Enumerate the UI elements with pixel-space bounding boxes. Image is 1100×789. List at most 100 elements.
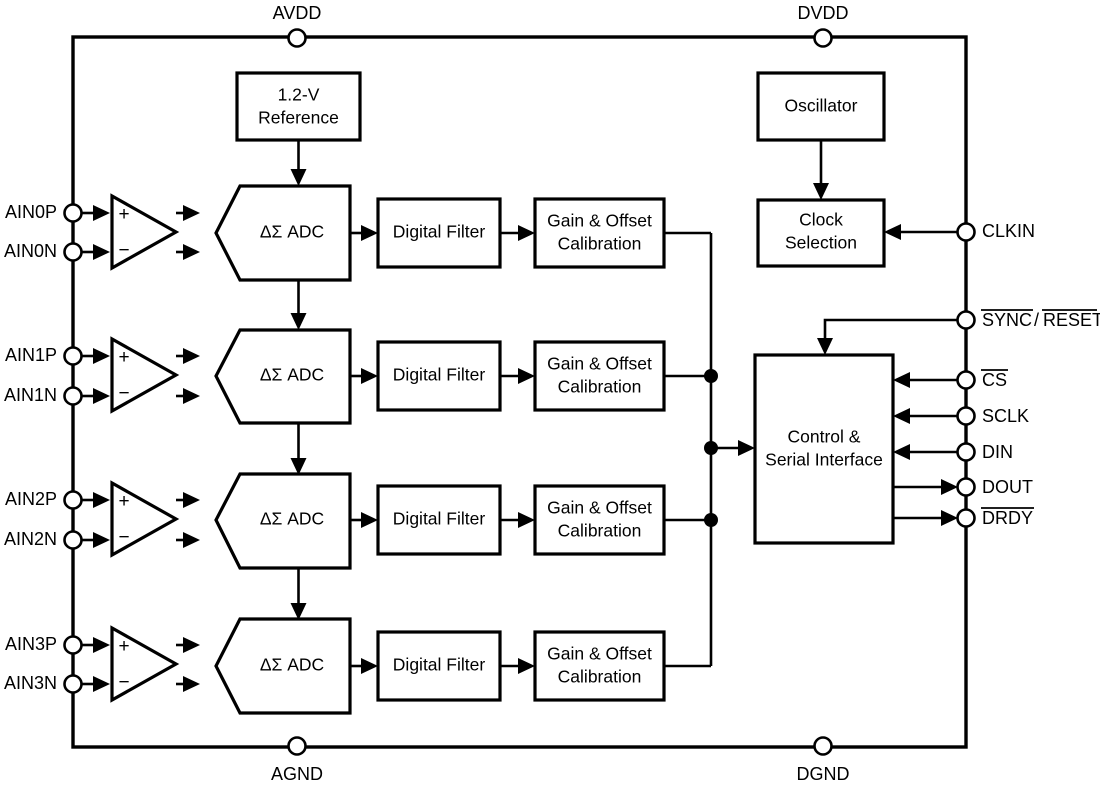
oscillator-box bbox=[756, 71, 886, 142]
digital-filter-1 bbox=[376, 340, 502, 412]
cs-label: CS bbox=[982, 370, 1007, 390]
ain1p-label: AIN1P bbox=[5, 345, 57, 365]
pin-ain3n[interactable]: AIN3N bbox=[4, 673, 110, 694]
ain3p-arrow bbox=[93, 637, 110, 653]
pga-amplifier-2 bbox=[110, 480, 180, 558]
cal-label-2-line1: Gain & Offset bbox=[547, 498, 652, 518]
sclk-arrow bbox=[893, 408, 910, 424]
ain1p-pin-circle bbox=[63, 346, 83, 366]
pin-sclk[interactable]: SCLK bbox=[893, 406, 1029, 426]
adc-label-3: ΔΣ ADC bbox=[260, 655, 324, 675]
pin-ain1p[interactable]: AIN1P bbox=[5, 345, 110, 366]
reference-label-line1: 1.2-V bbox=[278, 85, 320, 105]
dgnd-label: DGND bbox=[797, 764, 850, 784]
drdy-arrow bbox=[941, 510, 958, 526]
drdy-label: DRDY bbox=[982, 508, 1033, 528]
ain2n-arrow bbox=[93, 532, 110, 548]
reference-box bbox=[235, 71, 362, 142]
filter-label-0: Digital Filter bbox=[393, 222, 486, 242]
pin-dgnd[interactable]: DGND bbox=[797, 736, 850, 784]
avdd-pin-circle bbox=[287, 28, 307, 48]
channel-0: AIN0P AIN0N + − ΔΣ ADC Digital Filter bbox=[4, 184, 666, 330]
ain0n-label: AIN0N bbox=[4, 241, 57, 261]
bus-junction-ch1 bbox=[704, 369, 718, 383]
pin-ain2n[interactable]: AIN2N bbox=[4, 529, 110, 550]
ain3p-label: AIN3P bbox=[5, 634, 57, 654]
ain3n-label: AIN3N bbox=[4, 673, 57, 693]
filter1-to-cal-arrow bbox=[518, 368, 535, 384]
filter-label-2: Digital Filter bbox=[393, 509, 486, 529]
bus-junction-center bbox=[704, 441, 718, 455]
pin-avdd[interactable]: AVDD bbox=[273, 3, 322, 48]
adc-label-2: ΔΣ ADC bbox=[260, 509, 324, 529]
channel-3: AIN3P AIN3N + − ΔΣ ADC Digital Filter Ga… bbox=[4, 617, 666, 715]
pin-din[interactable]: DIN bbox=[893, 442, 1013, 462]
adc0-to-filter-arrow bbox=[361, 225, 378, 241]
pga-amplifier-1 bbox=[110, 336, 180, 414]
pin-cs[interactable]: CS bbox=[893, 369, 1008, 390]
ain0p-label: AIN0P bbox=[5, 202, 57, 222]
clkin-label: CLKIN bbox=[982, 221, 1035, 241]
dgnd-pin-circle bbox=[813, 736, 833, 756]
cal-label-3-line1: Gain & Offset bbox=[547, 644, 652, 664]
delta-sigma-adc-3 bbox=[214, 617, 352, 715]
data-bus-arrow bbox=[738, 440, 755, 456]
dout-pin-circle bbox=[956, 477, 976, 497]
pga0-out-n-arrow bbox=[183, 244, 200, 260]
pga-minus-0: − bbox=[118, 240, 129, 261]
ain3n-pin-circle bbox=[63, 674, 83, 694]
ain1n-label: AIN1N bbox=[4, 385, 57, 405]
delta-sigma-adc-1 bbox=[214, 328, 352, 425]
pin-clkin[interactable]: CLKIN bbox=[884, 221, 1035, 242]
cal-label-3-line2: Calibration bbox=[558, 667, 642, 687]
pga1-out-p-arrow bbox=[183, 348, 200, 364]
ain2n-pin-circle bbox=[63, 530, 83, 550]
pin-ain3p[interactable]: AIN3P bbox=[5, 634, 110, 655]
pga-minus-3: − bbox=[118, 672, 129, 693]
pin-dvdd[interactable]: DVDD bbox=[797, 3, 849, 48]
control-serial-box bbox=[753, 353, 895, 545]
ain1p-arrow bbox=[93, 348, 110, 364]
gain-offset-calibration-3 bbox=[533, 630, 666, 702]
ain2p-pin-circle bbox=[63, 490, 83, 510]
pga3-out-n-arrow bbox=[183, 676, 200, 692]
pin-agnd[interactable]: AGND bbox=[271, 736, 323, 784]
pin-dout[interactable]: DOUT bbox=[893, 477, 1033, 497]
pin-ain0p[interactable]: AIN0P bbox=[5, 202, 110, 223]
din-pin-circle bbox=[956, 442, 976, 462]
ain2p-label: AIN2P bbox=[5, 489, 57, 509]
oscillator-block: Oscillator bbox=[756, 71, 886, 200]
ain3p-pin-circle bbox=[63, 635, 83, 655]
pin-sync-reset[interactable]: SYNC / RESET bbox=[817, 309, 1100, 355]
cal-label-1-line1: Gain & Offset bbox=[547, 354, 652, 374]
clock-selection-label-line2: Selection bbox=[785, 233, 857, 253]
adc-label-1: ΔΣ ADC bbox=[260, 365, 324, 385]
pin-ain2p[interactable]: AIN2P bbox=[5, 489, 110, 510]
ain0p-pin-circle bbox=[63, 203, 83, 223]
pga-minus-1: − bbox=[118, 383, 129, 404]
pin-drdy[interactable]: DRDY bbox=[893, 507, 1034, 528]
reference-label-line2: Reference bbox=[258, 108, 339, 128]
clock-selection-box bbox=[756, 198, 886, 268]
ain1n-pin-circle bbox=[63, 386, 83, 406]
pin-ain1n[interactable]: AIN1N bbox=[4, 385, 110, 406]
control-label-line1: Control & bbox=[788, 427, 861, 447]
sync-reset-arrow bbox=[817, 338, 833, 355]
oscillator-arrow bbox=[813, 183, 829, 200]
pga-plus-3: + bbox=[118, 636, 129, 657]
pga-minus-2: − bbox=[118, 527, 129, 548]
sync-reset-pin-circle bbox=[956, 310, 976, 330]
ain2n-label: AIN2N bbox=[4, 529, 57, 549]
adc3-to-filter-arrow bbox=[361, 658, 378, 674]
dvdd-pin-circle bbox=[813, 28, 833, 48]
filter2-to-cal-arrow bbox=[518, 512, 535, 528]
cal-label-1-line2: Calibration bbox=[558, 377, 642, 397]
pga-amplifier-0 bbox=[110, 193, 180, 271]
pin-ain0n[interactable]: AIN0N bbox=[4, 241, 110, 262]
cal-label-2-line2: Calibration bbox=[558, 521, 642, 541]
oscillator-label: Oscillator bbox=[785, 96, 858, 116]
gain-offset-calibration-0 bbox=[533, 197, 666, 269]
din-label: DIN bbox=[982, 442, 1013, 462]
agnd-label: AGND bbox=[271, 764, 323, 784]
